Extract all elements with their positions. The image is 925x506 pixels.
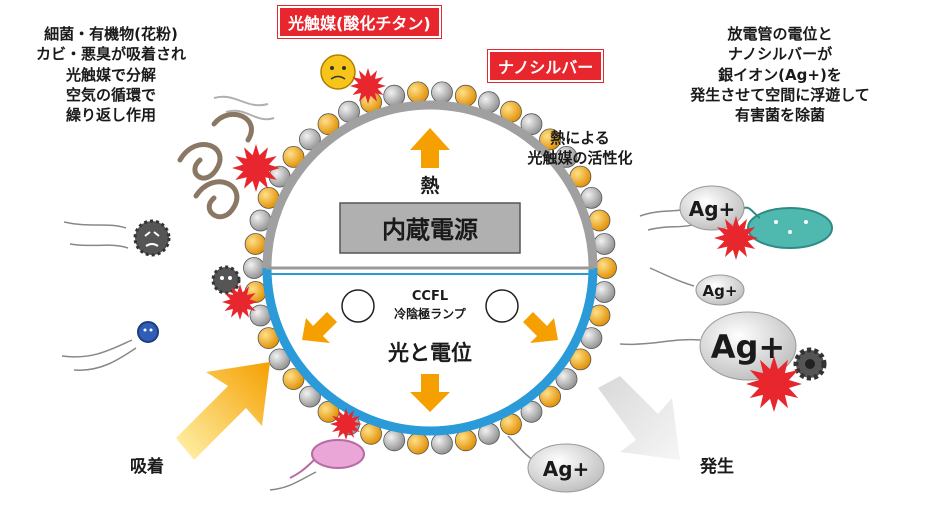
odor-wisp-icon	[213, 95, 275, 121]
left-line: 細菌・有機物(花粉)	[44, 25, 178, 43]
nanosilver-bead	[298, 385, 321, 408]
right-line: 有害菌を除菌	[734, 106, 825, 124]
titanium-oxide-bead	[539, 128, 561, 151]
titanium-oxide-bead	[282, 145, 305, 168]
titanium-oxide-bead	[282, 368, 305, 391]
pink-bacterium-icon	[289, 439, 365, 479]
ccfl-lamp-right-icon	[485, 289, 519, 323]
light-arrow-right-icon	[523, 312, 558, 343]
power-supply-label: 内蔵電源	[382, 216, 478, 244]
left-line: カビ・悪臭が吸着され	[35, 45, 186, 64]
nanosilver-bead	[555, 145, 578, 168]
left-line: 繰り返し作用	[65, 106, 156, 124]
odor-smoke-icon	[177, 111, 254, 220]
titanium-oxide-bead	[317, 113, 340, 136]
left-line: 光触媒で分解	[65, 65, 156, 84]
right-description: 放電管の電位と ナノシルバーが 銀イオン(Ag+)を 発生させて空間に浮遊して …	[640, 24, 920, 125]
generation-label: 発生	[700, 457, 734, 477]
silver-ion-4-icon: Ag+	[527, 443, 605, 493]
red-burst-icon	[330, 408, 362, 440]
right-line: 放電管の電位と	[727, 25, 833, 43]
nanosilver-bead	[431, 81, 453, 104]
silver-ion-3-label: Ag+	[711, 328, 785, 366]
left-line: 空気の循環で	[65, 85, 156, 104]
blue-germ-icon	[137, 321, 159, 343]
right-line: 銀イオン(Ag+)を	[718, 65, 842, 84]
red-burst-icon	[222, 284, 258, 320]
titanium-oxide-bead	[595, 257, 617, 279]
silver-ion-1-label: Ag+	[689, 197, 736, 221]
nanosilver-bead	[298, 128, 321, 151]
ccfl-label: CCFL	[412, 289, 448, 304]
heat-activation-text: 熱による 光触媒の活性化	[490, 128, 670, 169]
silver-ion-2-label: Ag+	[703, 282, 738, 300]
nanosilver-bead	[520, 113, 543, 136]
right-line: 発生させて空間に浮遊して	[690, 85, 870, 104]
photocatalyst-label: 光触媒(酸化チタン)	[278, 6, 441, 38]
nanosilver-bead	[555, 368, 578, 391]
light-arrow-down-icon	[410, 374, 450, 412]
tube-upper-shell	[262, 100, 598, 269]
teal-bacterium-icon	[743, 206, 833, 249]
titanium-oxide-bead	[407, 81, 429, 104]
generation-arrow-icon	[598, 376, 680, 460]
adsorption-arrow-icon	[176, 362, 270, 460]
power-supply-box	[339, 202, 521, 254]
nanosilver-bead	[243, 257, 265, 279]
gray-germ-icon	[133, 219, 171, 257]
heat-activation-line: 熱による	[550, 129, 610, 147]
silver-ion-1-icon: Ag+	[679, 185, 745, 231]
heat-arrow-icon	[410, 128, 450, 168]
light-potential-label: 光と電位	[387, 341, 472, 365]
heat-label: 熱	[420, 174, 439, 197]
silver-ion-2-icon: Ag+	[695, 274, 745, 306]
titanium-oxide-bead	[244, 233, 267, 255]
tube-lower-shell	[262, 267, 598, 436]
gray-germ-small-icon	[211, 265, 241, 295]
heat-activation-line: 光触媒の活性化	[527, 149, 633, 168]
nanosilver-bead	[431, 432, 453, 455]
nanosilver-bead	[593, 281, 616, 303]
titanium-oxide-bead	[539, 385, 561, 408]
adsorption-label: 吸着	[130, 457, 164, 477]
red-burst-icon	[232, 144, 280, 192]
nanosilver-label: ナノシルバー	[488, 50, 604, 82]
gear-germ-icon	[793, 347, 827, 381]
right-line: ナノシルバーが	[727, 45, 833, 64]
catalyst-bead-ring	[243, 81, 617, 455]
nanosilver-bead	[593, 233, 616, 255]
red-burst-icon	[746, 356, 802, 412]
ccfl-sublabel: 冷陰極ランプ	[394, 306, 467, 321]
left-description: 細菌・有機物(花粉) カビ・悪臭が吸着され 光触媒で分解 空気の循環で 繰り返し…	[6, 24, 216, 125]
red-burst-icon	[714, 216, 758, 260]
nanosilver-bead	[520, 400, 543, 423]
sterilization-bursts	[222, 68, 802, 440]
red-burst-icon	[350, 68, 386, 104]
silver-ion-4-label: Ag+	[543, 457, 590, 481]
light-arrow-left-icon	[302, 312, 337, 343]
titanium-oxide-bead	[407, 432, 429, 455]
yellow-germ-icon	[320, 54, 356, 90]
ccfl-lamp-left-icon	[341, 289, 375, 323]
